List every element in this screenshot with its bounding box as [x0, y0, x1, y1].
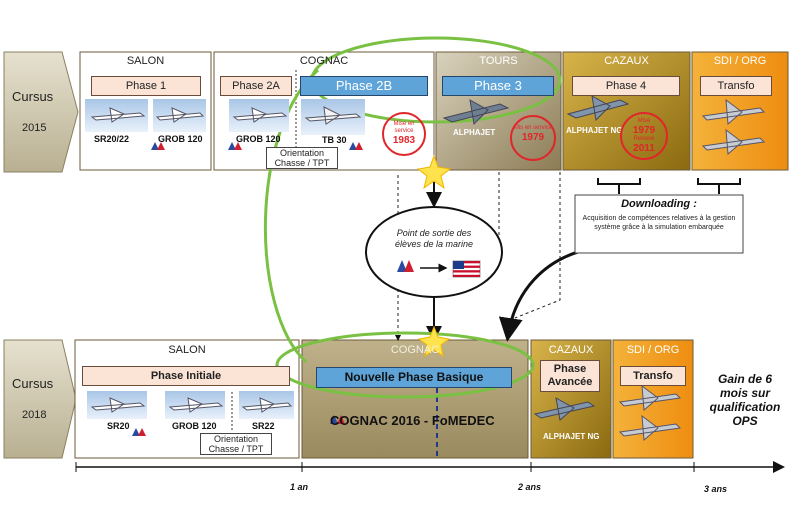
cognac-2016-caption: COGNAC 2016 - FoMEDEC — [330, 413, 495, 428]
aircraft-sr20: SR20 — [107, 421, 130, 431]
cursus-2018-arrow — [3, 339, 77, 459]
year-2015: 2015 — [22, 122, 47, 134]
cognac-2018-box — [301, 339, 529, 459]
cursus-2018-label: Cursus — [12, 376, 54, 391]
cazaux-2015-header: CAZAUX — [604, 55, 649, 67]
green-ellipse-bottom — [275, 331, 535, 399]
stamp-1979-text: Mis en service — [513, 125, 553, 131]
cursus-2015-label: Cursus — [12, 89, 54, 104]
tick-label-3: 3 ans — [704, 484, 728, 494]
transfo-2018: Transfo — [620, 366, 686, 386]
stamp-1979: Mis en service 1979 — [510, 115, 556, 161]
stamp-1979-year: 1979 — [521, 132, 545, 143]
orientation-2018: Orientation Chasse / TPT — [200, 433, 272, 455]
cognac-2018-header: COGNAC — [390, 344, 440, 356]
cursus-2015-arrow — [3, 51, 79, 173]
phase-2a: Phase 2A — [220, 76, 292, 96]
stamp-year-2011: 2011 — [633, 143, 655, 154]
aircraft-grob120-b: GROB 120 — [236, 134, 281, 144]
tick-label-2: 2 ans — [518, 482, 542, 492]
phase-4: Phase 4 — [572, 76, 680, 96]
aircraft-grob120-c: GROB 120 — [172, 421, 217, 431]
bracket-cazaux — [597, 178, 641, 194]
aircraft-grob120-a: GROB 120 — [158, 134, 203, 144]
year-2018: 2018 — [22, 409, 47, 421]
stamp-renove: Rénové — [633, 136, 655, 142]
aircraft-photos-bottom — [87, 384, 682, 442]
dashed-connector-right2 — [514, 172, 561, 319]
aircraft-alphajet-ng-2015: ALPHAJET NG — [566, 126, 623, 135]
aircraft-sr2022: SR20/22 — [94, 134, 130, 144]
aircraft-tb30: TB 30 — [322, 135, 347, 145]
green-arc — [263, 68, 319, 364]
exit-point-circle — [365, 206, 503, 298]
stamp-year-1979b: 1979 — [632, 125, 656, 136]
downloading-arrow — [498, 248, 586, 342]
aircraft-sr22: SR22 — [252, 421, 275, 431]
phase-avancee: Phase Avancée — [540, 360, 600, 392]
phase-2b: Phase 2B — [300, 76, 428, 96]
nouvelle-phase-basique: Nouvelle Phase Basique — [316, 367, 512, 388]
usa-flag-icon — [452, 260, 481, 278]
aircraft-alphajet-ng-2018: ALPHAJET NG — [543, 432, 600, 441]
star-bottom-icon — [417, 325, 451, 358]
cazaux-2018-header: CAZAUX — [548, 344, 594, 356]
aircraft-photos-top — [85, 95, 766, 156]
sdi-2018-header: SDI / ORG — [626, 344, 680, 356]
gain-text: Gain de 6 mois sur qualification OPS — [709, 372, 781, 428]
aircraft-alphajet: ALPHAJET — [453, 128, 496, 137]
tick-label-1: 1 an — [290, 482, 309, 492]
orientation-2015: Orientation Chasse / TPT — [266, 147, 338, 169]
stamp-mise: Mise — [637, 118, 651, 124]
bracket-sdi — [697, 178, 741, 194]
stamp-1979-2011: Mise 1979 Rénové 2011 — [620, 112, 668, 160]
downloading-text: Acquisition de compétences relatives à l… — [582, 215, 736, 231]
stamp-1983-text: Mise en service — [393, 121, 415, 134]
downloading-box — [574, 194, 744, 254]
salon-2018-header: SALON — [168, 344, 206, 356]
exit-point-text: Point de sortie des élèves de la marine — [394, 228, 474, 249]
salon-2015-header: SALON — [126, 55, 165, 67]
sdi-2015-header: SDI / ORG — [713, 55, 767, 67]
small-logos — [132, 142, 414, 436]
stamp-1983-year: 1983 — [392, 135, 416, 146]
transfo-2015: Transfo — [700, 76, 772, 96]
cazaux-2018-box — [530, 339, 612, 459]
cognac-2015-header: COGNAC — [299, 55, 349, 67]
downloading-title: Downloading : — [621, 198, 697, 210]
phase-initiale: Phase Initiale — [82, 366, 290, 386]
tours-2015-header: TOURS — [479, 55, 518, 67]
star-top-icon — [416, 154, 452, 190]
phase-3: Phase 3 — [442, 76, 554, 96]
stamp-1983: Mise en service 1983 — [382, 112, 426, 156]
phase-1: Phase 1 — [91, 76, 201, 96]
